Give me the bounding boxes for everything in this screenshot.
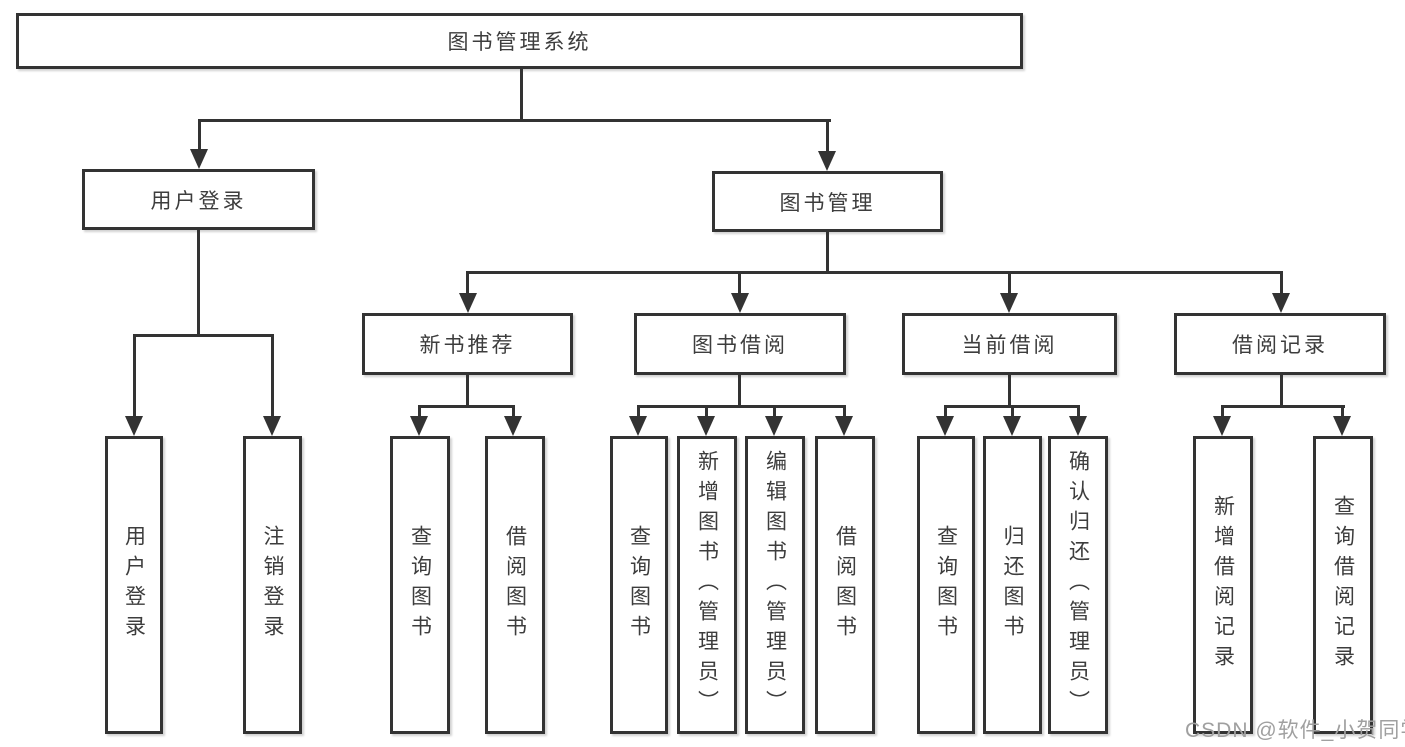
connector-userlogin-stem (197, 230, 200, 337)
connector-bookborrow-stem (738, 375, 741, 408)
connector-bookborrow-bar (637, 405, 846, 408)
connector-drop-current-confirm (1077, 405, 1080, 418)
arrow-record-add (1213, 416, 1231, 436)
arrow-borrow-add (697, 416, 715, 436)
connector-drop-newbook-borrow (512, 405, 515, 418)
arrow-current-borrow (1000, 293, 1018, 313)
connector-newbook-stem (466, 375, 469, 408)
connector-drop-new-book (466, 271, 469, 295)
connector-drop-record-add (1221, 405, 1224, 418)
connector-drop-borrow-record (1280, 271, 1283, 295)
node-root: 图书管理系统 (16, 13, 1023, 69)
arrow-borrow-query (629, 416, 647, 436)
csdn-watermark: CSDN @软件_小贺同学 (1185, 719, 1405, 742)
leaf-newbook-borrow: 借阅图书 (485, 436, 545, 734)
leaf-record-add: 新增借阅记录 (1193, 436, 1253, 734)
node-borrow-record: 借阅记录 (1174, 313, 1386, 375)
node-current-borrow: 当前借阅 (902, 313, 1117, 375)
leaf-current-return: 归还图书 (983, 436, 1042, 734)
arrow-book-mgmt (818, 151, 836, 171)
connector-drop-current-return (1011, 405, 1014, 418)
node-book-borrow: 图书借阅 (634, 313, 846, 375)
arrow-leaf-logout (263, 416, 281, 436)
connector-userlogin-bar (133, 334, 274, 337)
connector-drop-borrow-edit (773, 405, 776, 418)
connector-drop-newbook-query (418, 405, 421, 418)
connector-drop-borrow-book (843, 405, 846, 418)
connector-currentborrow-stem (1008, 375, 1011, 408)
node-book-mgmt: 图书管理 (712, 171, 943, 232)
connector-drop-book-borrow (738, 271, 741, 295)
arrow-user-login (190, 149, 208, 169)
connector-borrowrecord-bar (1221, 405, 1345, 408)
arrow-borrow-edit (765, 416, 783, 436)
node-new-book: 新书推荐 (362, 313, 573, 375)
connector-borrowrecord-stem (1280, 375, 1283, 408)
leaf-user-login: 用户登录 (105, 436, 163, 734)
arrow-book-borrow (731, 293, 749, 313)
arrow-new-book (459, 293, 477, 313)
arrow-leaf-user-login (125, 416, 143, 436)
connector-root-stem (520, 67, 523, 121)
connector-newbook-bar (418, 405, 515, 408)
leaf-record-query: 查询借阅记录 (1313, 436, 1373, 734)
connector-drop-borrow-add (705, 405, 708, 418)
connector-drop-current-borrow (1008, 271, 1011, 295)
leaf-newbook-query: 查询图书 (390, 436, 450, 734)
connector-root-bar (198, 119, 831, 122)
connector-drop-user-login (198, 119, 201, 151)
connector-drop-book-mgmt (826, 119, 829, 153)
leaf-borrow-book: 借阅图书 (815, 436, 875, 734)
arrow-borrow-book (835, 416, 853, 436)
node-user-login: 用户登录 (82, 169, 315, 230)
leaf-borrow-query: 查询图书 (610, 436, 668, 734)
connector-drop-leaf-logout (271, 334, 274, 418)
connector-drop-current-query (944, 405, 947, 418)
connector-drop-record-query (1341, 405, 1344, 418)
connector-drop-borrow-query (637, 405, 640, 418)
leaf-logout: 注销登录 (243, 436, 302, 734)
connector-bookmgmt-stem (826, 232, 829, 274)
arrow-current-query (936, 416, 954, 436)
arrow-borrow-record (1272, 293, 1290, 313)
arrow-newbook-borrow (504, 416, 522, 436)
leaf-current-confirm: 确认归还（管理员） (1048, 436, 1108, 734)
connector-bookmgmt-bar (466, 271, 1283, 274)
leaf-borrow-edit: 编辑图书（管理员） (745, 436, 805, 734)
arrow-current-return (1003, 416, 1021, 436)
leaf-borrow-add: 新增图书（管理员） (677, 436, 737, 734)
arrow-current-confirm (1069, 416, 1087, 436)
connector-drop-leaf-user-login (133, 334, 136, 418)
leaf-current-query: 查询图书 (917, 436, 975, 734)
arrow-newbook-query (410, 416, 428, 436)
arrow-record-query (1333, 416, 1351, 436)
